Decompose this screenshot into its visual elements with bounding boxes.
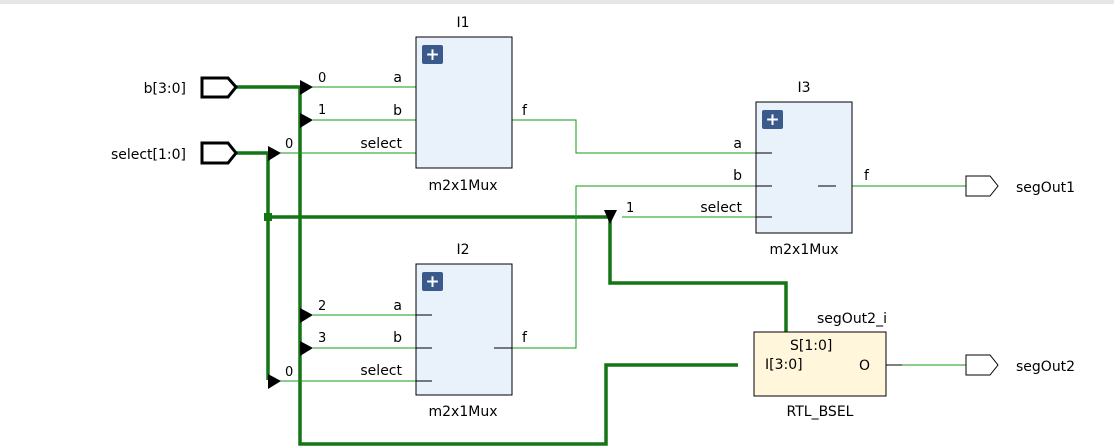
instance-i3[interactable]: + I3 m2x1Mux a b select f xyxy=(700,80,870,258)
wire-i2f-i3b xyxy=(496,185,770,349)
output-port-segout1[interactable]: segOut1 xyxy=(965,175,1075,197)
input-port-b[interactable]: b[3:0] xyxy=(144,76,238,99)
wire-i1f-i3a xyxy=(512,119,770,154)
pin-label-bsel-i: I[3:0] xyxy=(765,357,803,373)
instance-name-bsel: segOut2_i xyxy=(817,311,887,327)
bus-b[interactable] xyxy=(236,85,738,446)
expand-button-i3[interactable] xyxy=(762,110,783,129)
pin-label-bsel-o: O xyxy=(859,358,870,374)
bus-select[interactable] xyxy=(236,151,270,380)
output-label-segout1: segOut1 xyxy=(1016,180,1075,196)
plus-icon: + xyxy=(425,272,439,292)
bit-index-i3-select: 1 xyxy=(626,201,634,216)
tap-arrow-i1-b xyxy=(300,113,313,128)
tap-arrow-i3-select xyxy=(604,210,617,224)
instance-name-i2: I2 xyxy=(456,242,469,258)
pin-label-i3-f: f xyxy=(864,168,870,184)
bus-tap-arrows xyxy=(268,80,617,389)
input-label-b: b[3:0] xyxy=(144,81,186,97)
bit-index-i2-select: 0 xyxy=(285,365,293,380)
instance-i1[interactable]: + I1 m2x1Mux a b select f xyxy=(360,15,528,194)
thin-wires xyxy=(280,86,966,382)
expand-button-i1[interactable] xyxy=(422,45,443,64)
pin-label-i1-b: b xyxy=(393,103,402,119)
expand-button-i2[interactable] xyxy=(422,272,443,291)
tap-arrow-i1-a xyxy=(300,80,313,95)
bit-index-i1-a: 0 xyxy=(318,71,326,86)
pin-label-i1-select: select xyxy=(360,136,402,152)
pin-label-i1-f: f xyxy=(522,103,528,119)
pin-label-i3-a: a xyxy=(733,136,742,152)
bit-index-i1-b: 1 xyxy=(318,103,326,118)
pin-label-i2-b: b xyxy=(393,330,402,346)
pin-label-i2-f: f xyxy=(522,330,528,346)
tap-arrow-i1-select xyxy=(268,146,281,161)
output-port-segout2[interactable]: segOut2 xyxy=(965,354,1075,376)
junction-dot xyxy=(264,213,272,221)
tap-arrow-i2-select xyxy=(268,374,281,389)
plus-icon: + xyxy=(765,110,779,130)
instance-type-i3: m2x1Mux xyxy=(770,242,839,258)
instance-type-i1: m2x1Mux xyxy=(429,178,498,194)
pin-label-i3-b: b xyxy=(733,168,742,184)
bit-index-i1-select: 0 xyxy=(285,137,293,152)
pin-label-i1-a: a xyxy=(393,70,402,86)
input-port-select[interactable]: select[1:0] xyxy=(111,141,238,165)
pin-label-i2-select: select xyxy=(360,363,402,379)
instance-type-i2: m2x1Mux xyxy=(429,404,498,420)
tap-arrow-i2-b xyxy=(300,341,313,356)
tap-arrow-i2-a xyxy=(300,308,313,323)
bit-index-i2-b: 3 xyxy=(318,331,326,346)
instance-type-bsel: RTL_BSEL xyxy=(787,404,854,420)
instance-segout2-i[interactable]: segOut2_i RTL_BSEL S[1:0] I[3:0] O xyxy=(753,311,902,420)
bus-select-branch[interactable] xyxy=(268,215,788,332)
pin-label-bsel-s: S[1:0] xyxy=(790,338,832,354)
plus-icon: + xyxy=(425,45,439,65)
instance-name-i3: I3 xyxy=(797,80,810,96)
pin-label-i3-select: select xyxy=(700,200,742,216)
top-toolbar-strip xyxy=(0,0,1114,4)
input-label-select: select[1:0] xyxy=(111,147,186,163)
instance-name-i1: I1 xyxy=(456,15,469,31)
output-label-segout2: segOut2 xyxy=(1016,359,1075,375)
instance-i2[interactable]: + I2 m2x1Mux a b select f xyxy=(360,242,528,420)
pin-label-i2-a: a xyxy=(393,298,402,314)
bit-index-i2-a: 2 xyxy=(318,299,326,314)
